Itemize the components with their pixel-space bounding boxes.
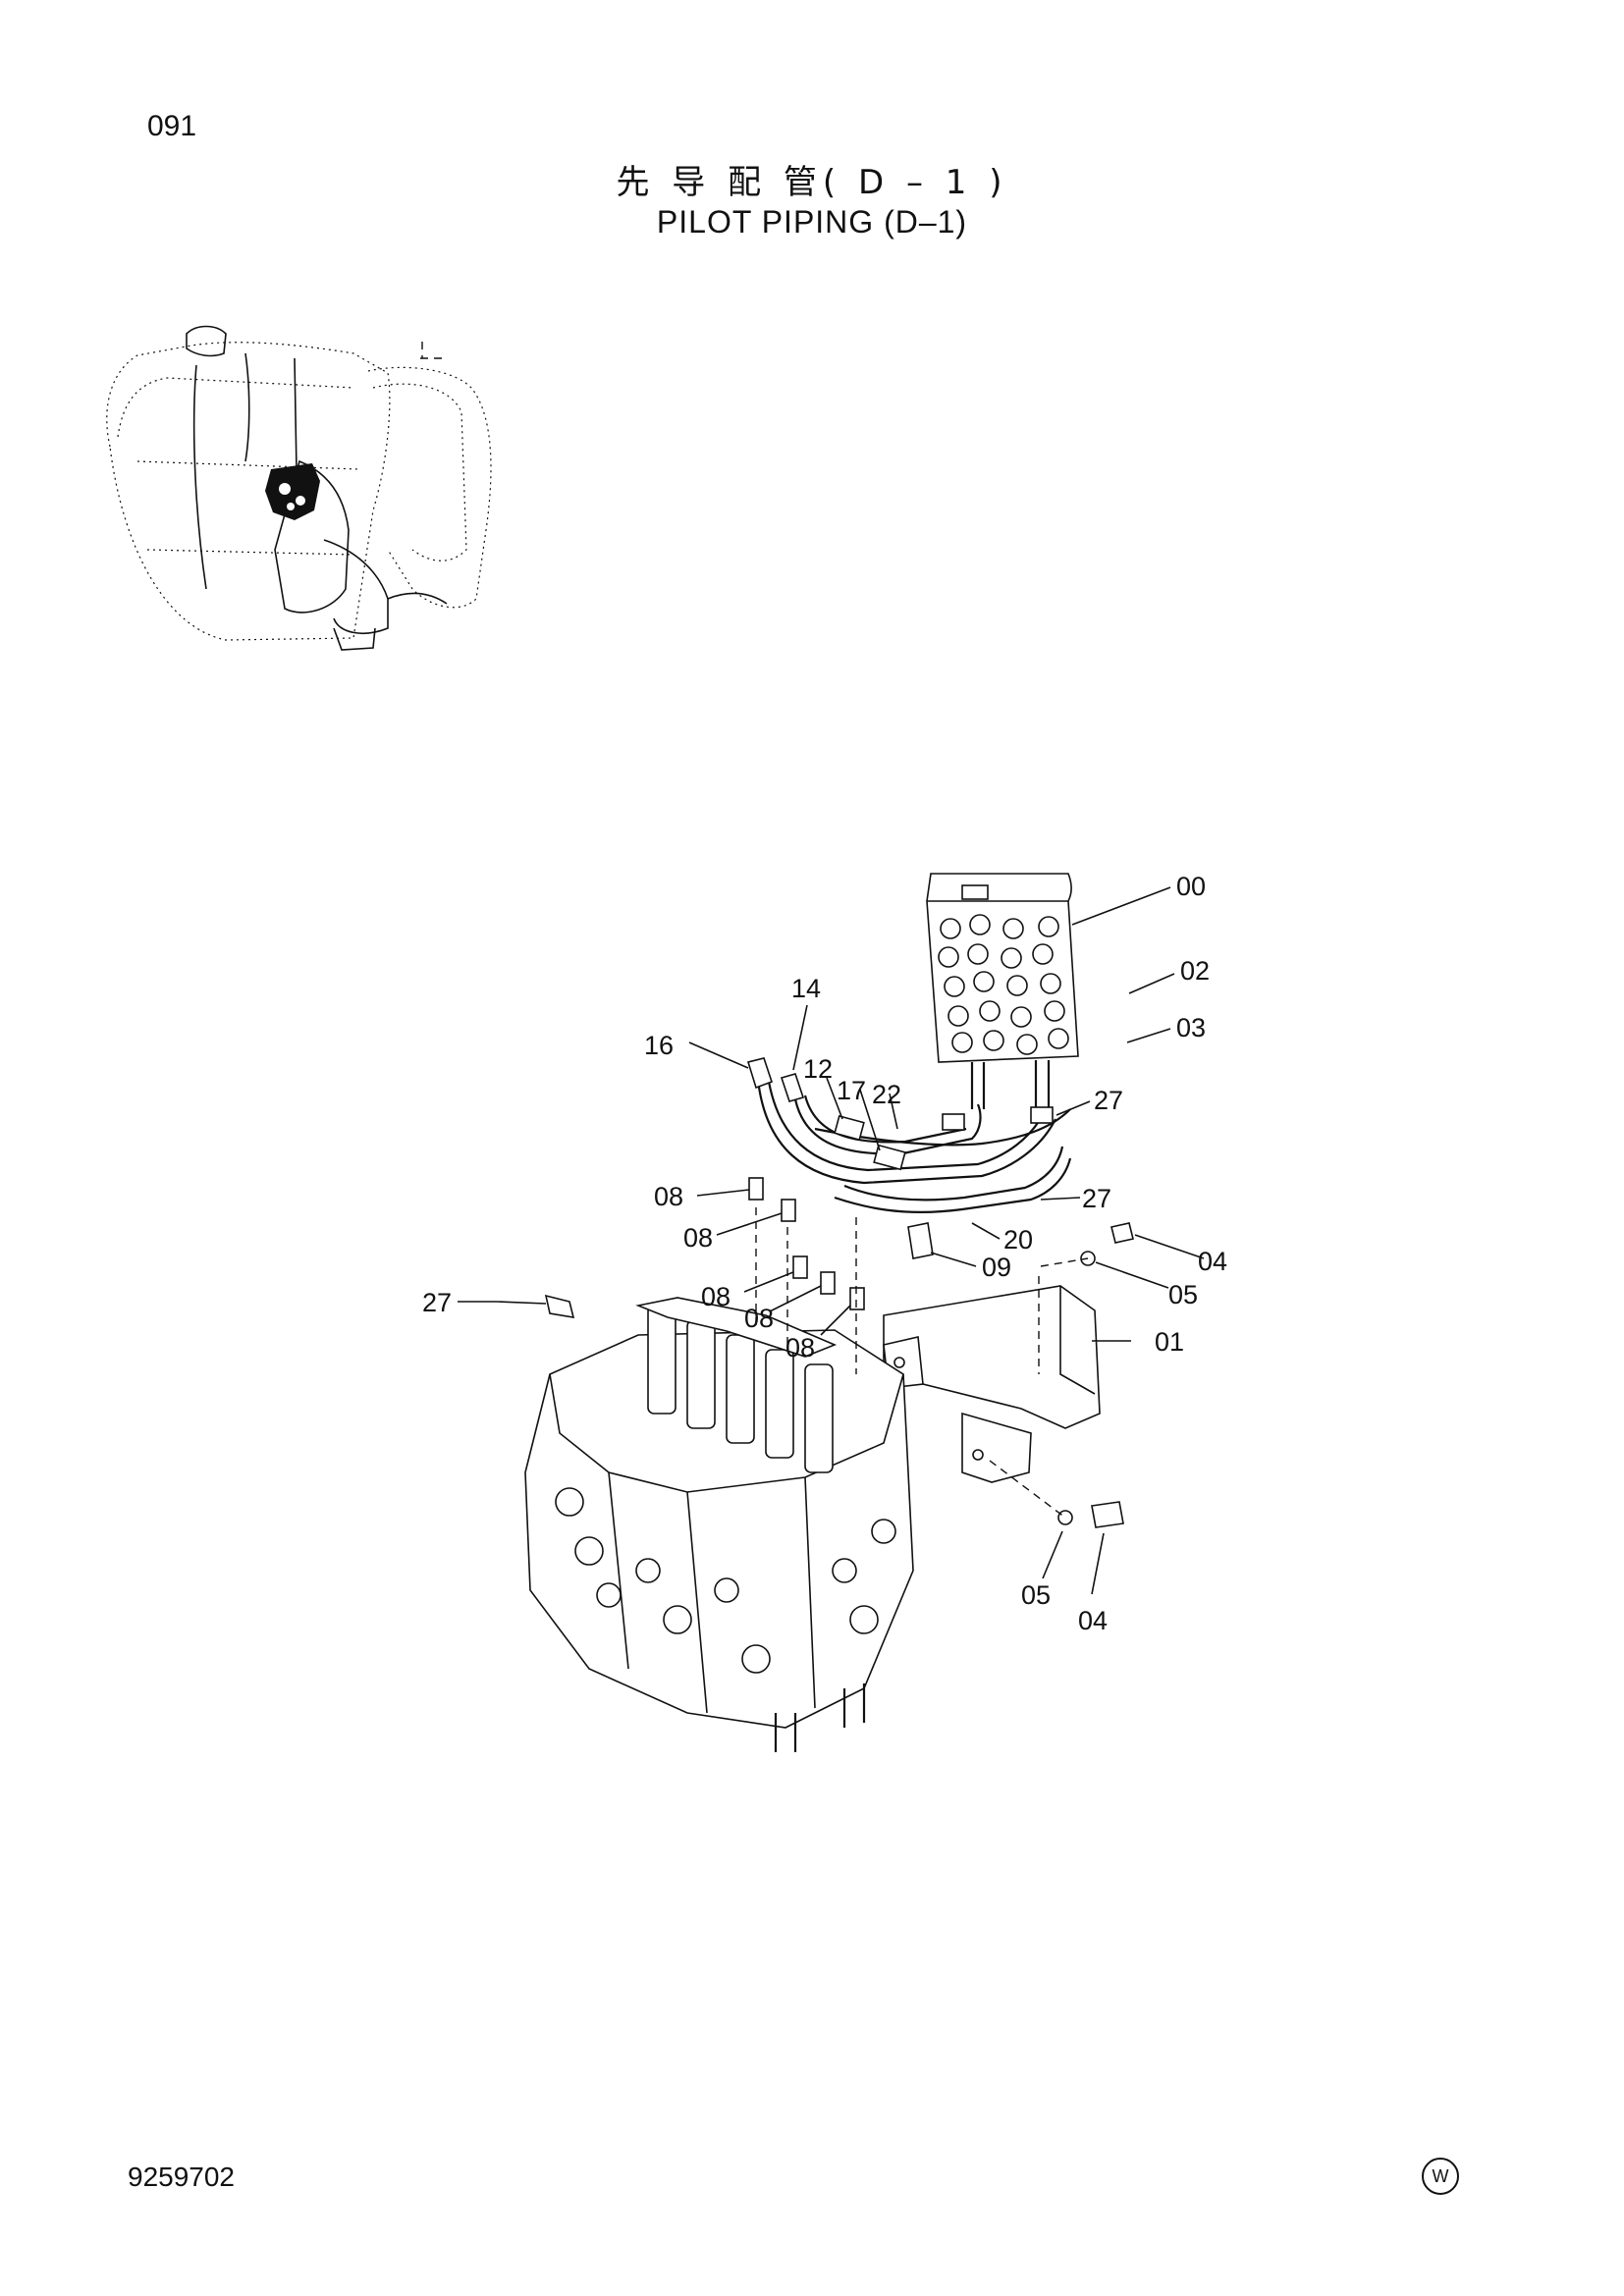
callout-27-left: 27 (422, 1288, 452, 1317)
callout-27-middle: 27 (1082, 1184, 1111, 1213)
callout-20: 20 (1003, 1225, 1033, 1255)
callout-27-upper: 27 (1094, 1086, 1123, 1115)
w-mark-symbol: W (1422, 2158, 1459, 2195)
callout-22: 22 (872, 1080, 901, 1109)
valve-ports-lower (555, 1487, 896, 1674)
control-valve-assembly (524, 1207, 914, 1752)
callout-08-b: 08 (683, 1223, 713, 1253)
callout-09: 09 (982, 1253, 1011, 1282)
callout-17: 17 (837, 1076, 866, 1105)
pilot-valve-block (926, 873, 1079, 1109)
callout-08-a: 08 (654, 1182, 683, 1211)
callout-00: 00 (1176, 872, 1206, 901)
callout-labels: 00 02 03 14 16 12 17 22 27 27 20 09 08 0… (422, 872, 1227, 1635)
callout-08-d: 08 (744, 1304, 774, 1333)
valve-ports (938, 914, 1069, 1055)
title-chinese: 先 导 配 管( D – 1 ) (616, 163, 1008, 202)
callout-08-e: 08 (785, 1333, 815, 1362)
document-number: 9259702 (128, 2162, 236, 2192)
callout-02: 02 (1180, 956, 1210, 986)
page-number: 091 (147, 110, 197, 142)
title-english: PILOT PIPING (D–1) (656, 204, 968, 240)
callout-04-lower: 04 (1078, 1606, 1108, 1635)
callout-05-upper: 05 (1168, 1280, 1198, 1309)
valve-spools (647, 1305, 834, 1473)
leader-lines (458, 886, 1205, 1595)
pilot-hoses (746, 1057, 1072, 1259)
callout-16: 16 (644, 1031, 674, 1060)
callout-03: 03 (1176, 1013, 1206, 1042)
pilot-valve-location-highlight (265, 463, 320, 520)
machine-location-overview (106, 325, 492, 651)
callout-04-upper: 04 (1198, 1247, 1227, 1276)
callout-08-c: 08 (701, 1282, 731, 1311)
callout-12: 12 (803, 1054, 833, 1084)
callout-05-lower: 05 (1021, 1580, 1051, 1610)
fittings (496, 1177, 865, 1318)
callout-01: 01 (1155, 1327, 1184, 1357)
callout-14: 14 (791, 974, 821, 1003)
